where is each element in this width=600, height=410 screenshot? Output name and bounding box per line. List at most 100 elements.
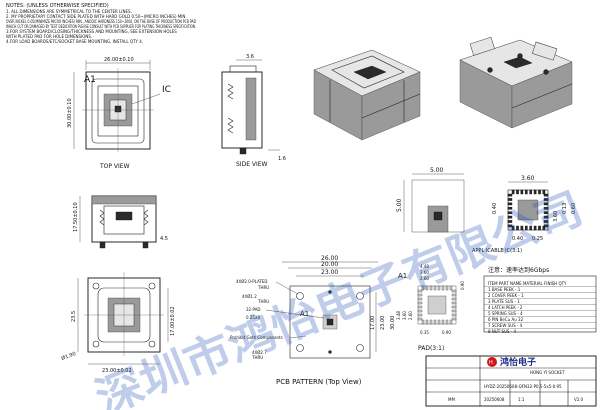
pad-land	[425, 285, 429, 291]
qfn-pad	[520, 189, 524, 195]
pad-view: A1 4.48 3.60 2.60 0.90 3.48 3.60 2.60 0.…	[396, 264, 465, 352]
qfn-pad	[543, 215, 549, 219]
qfn-dim-060: 0.60	[571, 203, 577, 214]
qfn-pad	[516, 189, 519, 195]
pad-land	[429, 285, 433, 291]
pad-land	[437, 285, 441, 291]
bom-row: 6 PIN BeCu Au 32	[488, 317, 524, 322]
pad-dim-360v: 3.60	[402, 311, 407, 320]
qfn-pad	[529, 189, 532, 195]
notes-line: OVER NICKEL 0.05(MINIMIZE MICRO INCHES) …	[6, 19, 196, 24]
bottom-view-right-dim: 17.00±0.02	[170, 306, 176, 336]
qfn-pad	[543, 211, 549, 215]
pad-land	[417, 297, 423, 301]
qfn-pad	[507, 220, 513, 223]
logo-glyph: H	[489, 360, 493, 366]
qfn-pad	[507, 215, 513, 219]
pcb-dim-26: 26.00	[321, 255, 338, 262]
isometric-socket-open	[459, 36, 573, 129]
pcb-dim-17: 17.00	[370, 316, 376, 330]
pad-dim-260v: 2.60	[408, 311, 413, 320]
qfn-pad	[533, 189, 537, 195]
notes-line: 2. MY PROPRIETARY CONTACT SIDE PLATED WI…	[6, 14, 187, 19]
side-view: 3.6 1.6 SIDE VIEW	[221, 54, 286, 168]
qfn-dim-360: 3.60	[553, 211, 559, 222]
version-value: V2.0	[574, 397, 584, 402]
qfn-dim-025: 0.25	[532, 236, 543, 242]
pad-land	[451, 305, 457, 309]
pad-land	[417, 317, 423, 321]
pad-land	[425, 319, 429, 325]
pcb-lead-pad-size: 0.25X0	[246, 315, 261, 320]
bottom-view-width-dim: 23.00±0.02	[102, 368, 132, 374]
ic-width-dim: 5.00	[430, 167, 444, 174]
pad-land	[451, 297, 457, 301]
qfn-pad	[543, 202, 549, 206]
qfn-pad	[533, 225, 537, 231]
qfn-pad	[511, 225, 515, 231]
company-name: 鸿怡电子	[500, 356, 536, 368]
pcb-dim-23: 23.00	[321, 269, 338, 276]
pcb-lead-holes: 4XØ2.0-PLATED	[236, 279, 267, 284]
qfn-pad	[542, 189, 546, 195]
unit-value: MM	[448, 397, 455, 402]
side-view-top-cap	[229, 65, 257, 73]
pcb-lead-holes-thru: THRU	[257, 285, 269, 290]
appl-label: APPL ICABLE IC(3:1)	[472, 248, 522, 254]
pad-land	[417, 305, 423, 309]
qfn-pad	[507, 202, 513, 206]
top-view-width-dim: 26.00±0.10	[104, 57, 134, 63]
qfn-dim-013: 0.13	[562, 203, 568, 214]
pad-land	[451, 313, 457, 317]
part-number: HYDZ-20250608-QFN32-P0.5-5x5-0.95	[484, 384, 562, 389]
qfn-pad	[538, 225, 541, 231]
pad-land	[433, 319, 437, 325]
pad-land	[433, 285, 437, 291]
qfn-pad	[520, 225, 524, 231]
bom-row: 2 COVER PEEK - 1	[488, 293, 524, 298]
bom-table: 注意：速率达到6Gbps ITEM PART NAME MATERIAL FIN…	[483, 266, 597, 334]
notes-line: 3.FOR SYSTEM BOARD/CLOSING/THICKNESS AND…	[6, 29, 177, 34]
qfn-pad	[543, 206, 549, 210]
side-view-label: SIDE VIEW	[236, 161, 268, 168]
pad-thermal	[427, 295, 447, 315]
pad-land	[451, 317, 457, 321]
pad-dim-035: 0.35	[420, 330, 429, 335]
qfn-pad	[507, 193, 513, 197]
top-view-label: TOP VIEW	[99, 163, 130, 170]
front-view-height-dim: 17.50±0.10	[73, 202, 79, 232]
qfn-pad	[529, 225, 532, 231]
qfn-body	[507, 189, 549, 231]
pcb-dim-30: 30.00	[390, 316, 396, 330]
bom-heading: 注意：速率达到6Gbps	[488, 266, 549, 274]
pad-dim-448: 4.48	[420, 264, 429, 269]
pad-dim-260: 2.60	[420, 276, 429, 281]
pcb-lead-small-thru: THRU	[257, 299, 269, 304]
pad-land	[441, 285, 445, 291]
company-name-en: HONG YI SOCKET	[530, 370, 565, 375]
pcb-outline	[289, 285, 371, 359]
pad-land	[451, 293, 457, 297]
ic-height-dim: 5.00	[396, 198, 403, 212]
qfn-pad	[511, 189, 515, 195]
bottom-view-left-dim: 23.5	[71, 311, 77, 322]
side-view-latch	[245, 77, 257, 141]
pcb-lead-prohibit: Prohibit Goth Components	[230, 335, 283, 340]
qfn-pad	[507, 224, 513, 228]
applicable-ic-view: 5.00 5.00 3.60 0.40 3.60 0.13 0.60 0.40 …	[396, 167, 577, 254]
pad-land	[417, 313, 423, 317]
pad-land	[451, 301, 457, 305]
bottom-view-hole-dim: Ø1.90	[60, 350, 77, 362]
pad-land	[429, 319, 433, 325]
side-view-bottom-dim: 1.6	[278, 156, 286, 162]
top-view-height-dim: 30.00±0.10	[67, 98, 73, 128]
qfn-pad	[516, 225, 519, 231]
qfn-pad	[507, 198, 513, 201]
pad-land	[451, 289, 457, 293]
qfn-pad	[507, 211, 513, 215]
ic-marker: IC	[162, 85, 171, 95]
qfn-dim-040b: 0.40	[512, 236, 523, 242]
bom-row: 1 BASE PEEK - 1	[488, 287, 521, 292]
qfn-pad	[525, 189, 528, 195]
